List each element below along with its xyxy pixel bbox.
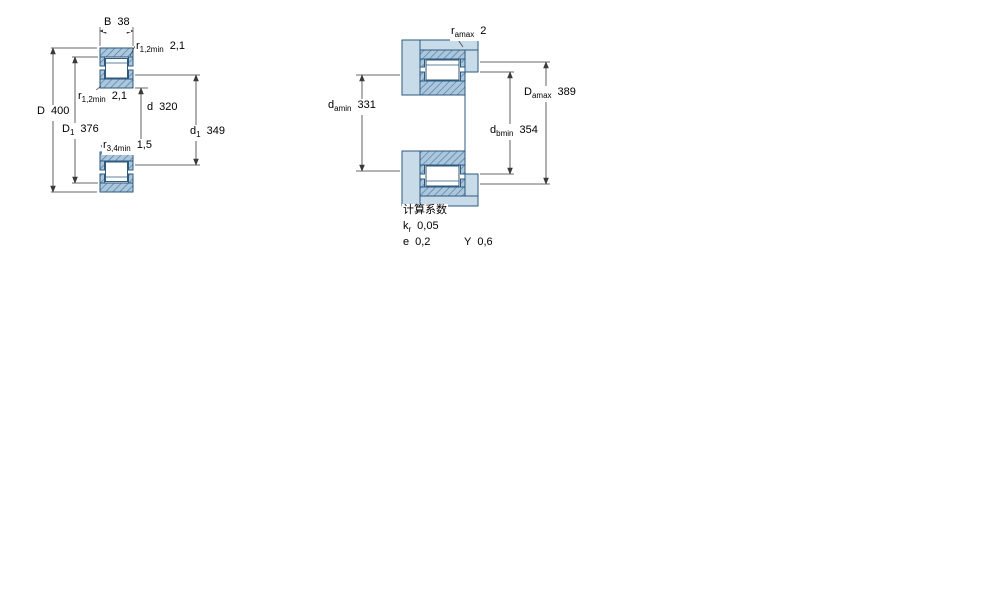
roller (425, 59, 460, 81)
roller (425, 165, 460, 187)
roller (105, 161, 128, 182)
dim-damin-lines (356, 74, 400, 172)
calculation-factors-title: 计算系数 (402, 204, 448, 216)
shaft-outline (402, 94, 466, 152)
right-top-section (401, 39, 479, 96)
right-view-abutment (356, 36, 550, 207)
dim-Damax-lines (480, 61, 550, 185)
r12-top-leader (129, 45, 136, 57)
dim-d1-lines (135, 74, 200, 166)
left-bottom-section (99, 151, 134, 193)
left-top-section (99, 47, 134, 89)
dim-D1-lines (72, 56, 98, 184)
dim-dbmin-lines (480, 71, 514, 175)
right-bottom-section (401, 150, 479, 207)
roller (105, 58, 128, 79)
